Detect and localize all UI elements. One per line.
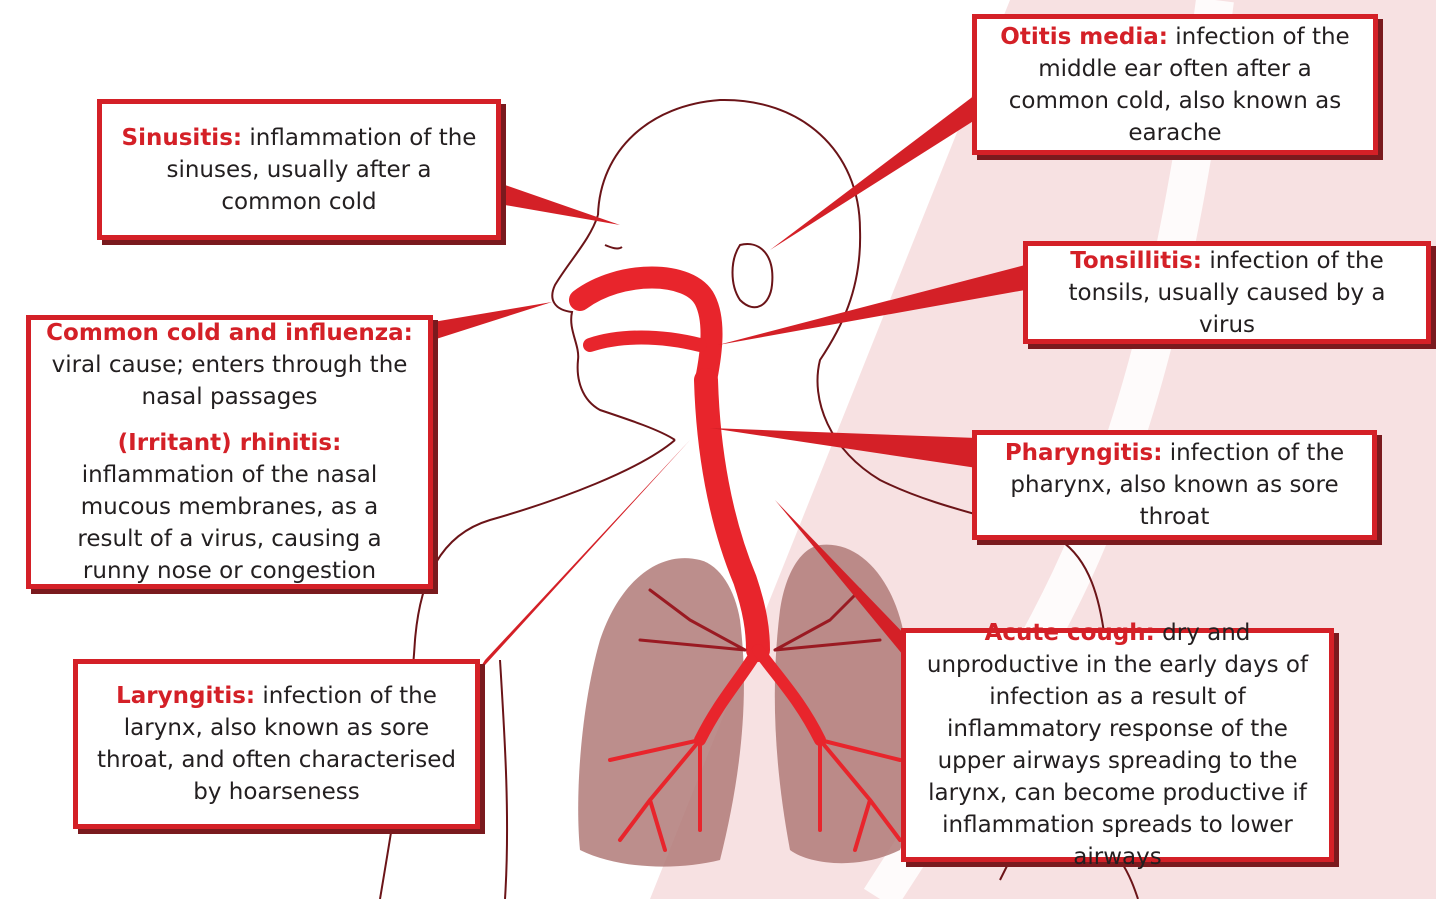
common-cold-rhinitis-callout: Common cold and influenza: viral cause; … — [26, 315, 433, 589]
acute-cough-callout: Acute cough: dry and unproductive in the… — [901, 628, 1334, 862]
rhinitis-term: (Irritant) rhinitis: — [118, 430, 342, 456]
rhinitis-desc: inflammation of the nasal mucous membran… — [77, 462, 381, 584]
sinusitis-callout: Sinusitis: inflammation of the sinuses, … — [97, 99, 501, 240]
otitis-media-callout: Otitis media: infection of the middle ea… — [972, 14, 1378, 155]
pharyngitis-term: Pharyngitis: — [1005, 440, 1163, 466]
otitis-media-term: Otitis media: — [1000, 24, 1168, 50]
laryngitis-callout: Laryngitis: infection of the larynx, als… — [73, 659, 480, 829]
tonsillitis-term: Tonsillitis: — [1070, 248, 1202, 274]
laryngitis-term: Laryngitis: — [116, 683, 255, 709]
pharyngitis-callout: Pharyngitis: infection of the pharynx, a… — [972, 430, 1377, 540]
acute-cough-desc: dry and unproductive in the early days o… — [927, 620, 1308, 870]
common-cold-term: Common cold and influenza: — [46, 320, 413, 346]
acute-cough-term: Acute cough: — [985, 620, 1155, 646]
sinusitis-term: Sinusitis: — [122, 125, 243, 151]
common-cold-desc: viral cause; enters through the nasal pa… — [52, 352, 408, 410]
tonsillitis-callout: Tonsillitis: infection of the tonsils, u… — [1023, 241, 1431, 344]
